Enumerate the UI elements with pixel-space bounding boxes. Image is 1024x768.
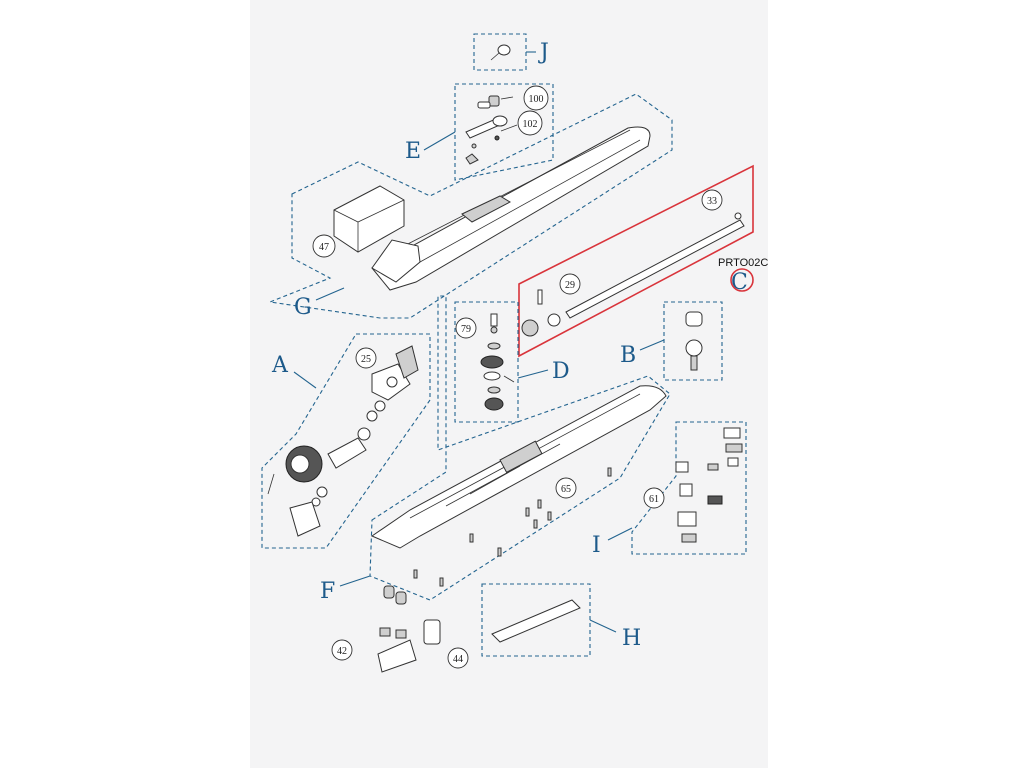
callout-33-label: 33 (707, 196, 717, 207)
group-a[interactable]: 25 A (261, 333, 431, 549)
callout-61-label: 61 (649, 494, 659, 505)
key-part (490, 44, 511, 61)
group-h-label: H (622, 626, 641, 651)
callout-29[interactable] (559, 273, 581, 295)
callout-44[interactable] (447, 647, 469, 669)
base-housing (370, 385, 667, 549)
group-h[interactable]: H (481, 583, 641, 657)
release-key-parts (685, 311, 703, 371)
group-j[interactable]: J (473, 33, 549, 71)
group-g[interactable]: 47 G (267, 93, 673, 320)
group-i[interactable]: 61 I (592, 421, 747, 558)
callout-47[interactable] (312, 234, 336, 258)
group-e[interactable]: 100 102 E (405, 83, 554, 181)
group-b[interactable]: B (620, 301, 723, 381)
group-d[interactable]: 79 D (454, 301, 570, 423)
group-b-label: B (620, 343, 636, 368)
callout-47-label: 47 (319, 242, 329, 253)
callout-42-label: 42 (337, 646, 347, 657)
limit-switch-parts (675, 427, 743, 543)
control-box-cover (333, 185, 405, 253)
group-g-label: G (294, 295, 312, 320)
group-c[interactable]: 33 29 PRTO02C C (518, 164, 768, 358)
callout-102-label: 102 (523, 119, 538, 130)
callout-65[interactable] (555, 477, 577, 499)
callout-25-label: 25 (361, 354, 371, 365)
group-j-label: J (538, 40, 549, 65)
drive-screw (521, 212, 745, 337)
callout-44-label: 44 (453, 654, 463, 665)
group-e-label: E (405, 139, 421, 164)
callout-42[interactable] (331, 639, 353, 661)
group-c-label: C (731, 270, 748, 295)
group-b-outline (663, 301, 723, 381)
product-code: PRTO02C (718, 257, 768, 269)
group-i-label: I (592, 533, 601, 558)
group-a-outline (261, 333, 431, 549)
callout-102[interactable] (517, 110, 543, 136)
release-lever-parts (465, 95, 508, 165)
group-f-outline (369, 295, 671, 601)
callout-25[interactable] (355, 347, 377, 369)
group-c-highlight-outline (518, 164, 754, 358)
gear-assembly (480, 313, 515, 411)
callout-100[interactable] (523, 85, 549, 111)
callout-61[interactable] (643, 487, 665, 509)
group-g-outline (267, 93, 673, 319)
mounting-plate (491, 599, 581, 643)
callout-100-label: 100 (529, 94, 544, 105)
group-f[interactable]: 65 F (320, 295, 671, 604)
group-d-label: D (552, 359, 570, 384)
group-e-outline (454, 83, 554, 181)
group-a-label: A (271, 353, 289, 378)
terminal-parts (377, 585, 441, 673)
motor-assembly (267, 345, 419, 537)
group-f-label: F (320, 579, 335, 604)
callout-65-label: 65 (561, 484, 571, 495)
callout-79-label: 79 (461, 324, 471, 335)
group-d-outline (454, 301, 519, 423)
callout-29-label: 29 (565, 280, 575, 291)
callout-33[interactable] (701, 189, 723, 211)
screw-set (413, 467, 612, 587)
cover-housing (371, 126, 651, 291)
callout-79[interactable] (455, 317, 477, 339)
group-c-highlight-ring (730, 268, 754, 292)
group-i-outline (631, 421, 747, 555)
